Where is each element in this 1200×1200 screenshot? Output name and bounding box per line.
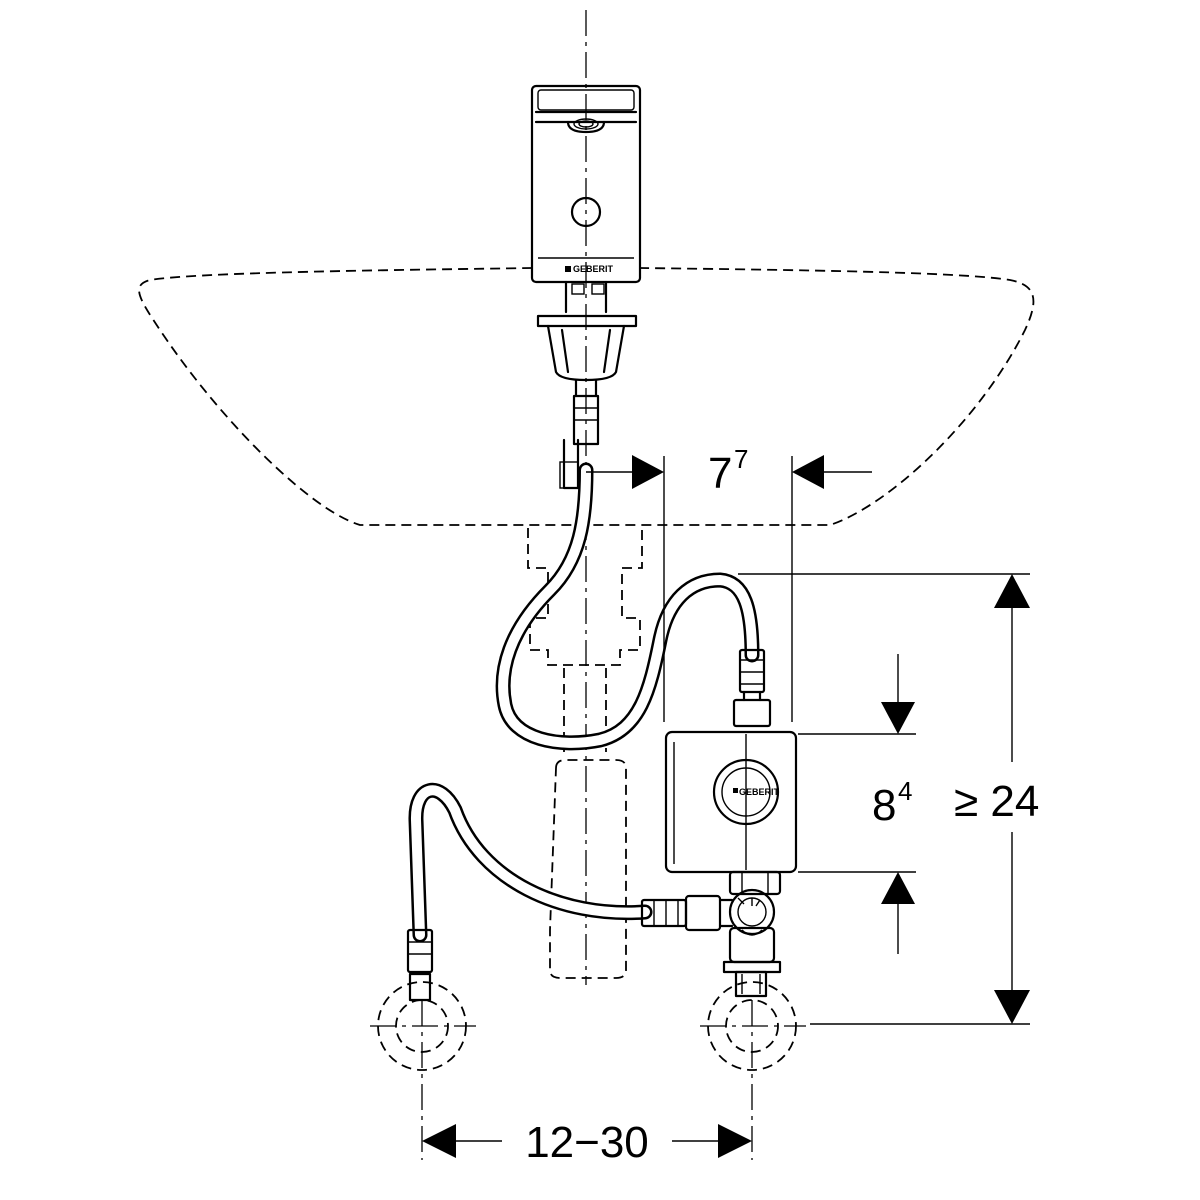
dimension-min-height: ≥ 24 — [738, 573, 1039, 1025]
offset-width-superscript: 7 — [734, 444, 748, 474]
dimension-offset-width: 7 7 — [586, 444, 872, 722]
min-height-value: ≥ 24 — [954, 777, 1039, 826]
box-height-superscript: 4 — [898, 776, 912, 806]
offset-width-value: 7 — [708, 449, 732, 498]
faucet-body: GEBERIT — [530, 84, 642, 490]
wall-connection-right — [700, 981, 806, 1160]
box-height-value: 8 — [872, 781, 896, 830]
hose-coupling-upper — [732, 648, 772, 728]
control-box-logo: GEBERIT — [739, 787, 780, 797]
logo-mark-icon — [565, 266, 571, 272]
faucet-logo: GEBERIT — [573, 264, 614, 274]
supply-hose — [408, 782, 653, 943]
control-box: GEBERIT — [664, 730, 798, 874]
dimension-connection-spacing: 12−30 — [422, 1118, 752, 1167]
hose-coupling-lower-left — [406, 928, 434, 1002]
sensor-window-icon — [570, 196, 602, 228]
wall-connection-left — [370, 981, 476, 1160]
connection-spacing-value: 12−30 — [525, 1118, 649, 1167]
mixing-valve — [684, 870, 782, 998]
dimension-box-height: 8 4 — [798, 654, 916, 954]
faucet-hose — [495, 462, 760, 751]
box-logo-mark-icon — [733, 788, 738, 793]
washbasin-outline — [138, 267, 1035, 526]
